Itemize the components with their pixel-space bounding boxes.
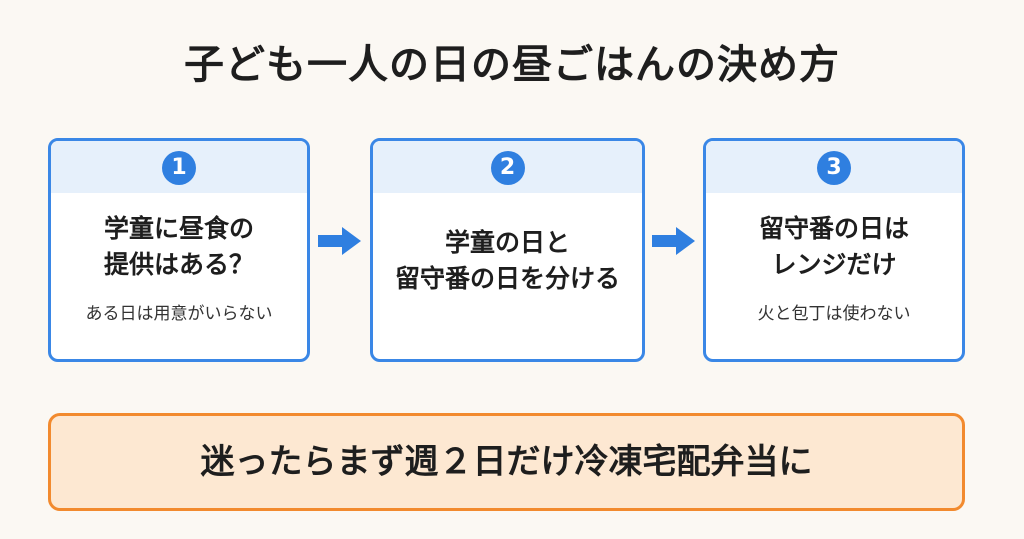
step-title-line: 学童に昼食の — [103, 214, 254, 243]
page-title: 子ども一人の日の昼ごはんの決め方 — [184, 42, 840, 88]
step-subtitle: ある日は用意がいらない — [85, 304, 273, 324]
step-title-line: 学童の日と — [444, 228, 570, 257]
step-card-2: 2 学童の日と 留守番の日を分ける — [370, 138, 645, 362]
step-title: 学童の日と 留守番の日を分ける — [373, 225, 642, 297]
step-number-badge: 2 — [490, 151, 525, 185]
step-card-1: 1 学童に昼食の 提供はある？ ある日は用意がいらない — [48, 138, 310, 362]
step-title-line: 留守番の日を分ける — [394, 264, 620, 293]
right-arrow-icon — [318, 227, 361, 255]
step-card-3: 3 留守番の日は レンジだけ 火と包丁は使わない — [703, 138, 965, 362]
step-subtitle: 火と包丁は使わない — [757, 304, 911, 324]
step-number-badge: 1 — [162, 151, 196, 185]
step-title-line: レンジだけ — [771, 250, 897, 279]
step-number-badge: 3 — [817, 151, 851, 185]
step-title-line: 留守番の日は — [758, 214, 909, 243]
step-title: 留守番の日は レンジだけ — [706, 211, 962, 283]
step-title-line: 提供はある？ — [103, 250, 254, 279]
step-title: 学童に昼食の 提供はある？ — [51, 211, 307, 283]
right-arrow-icon — [652, 227, 695, 255]
conclusion-banner: 迷ったらまず週２日だけ冷凍宅配弁当に — [48, 413, 965, 511]
